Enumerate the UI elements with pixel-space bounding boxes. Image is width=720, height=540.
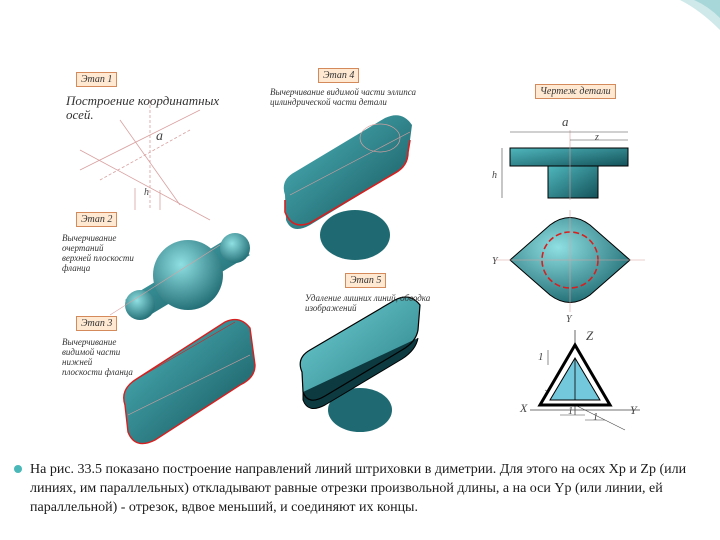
corner-decoration	[680, 0, 720, 30]
label-one-bottom-a: 1	[568, 406, 573, 417]
drawing-front-view	[501, 130, 629, 200]
dim-h-stage1: h	[144, 187, 149, 198]
stage4-label: Этап 4	[318, 68, 360, 83]
stage5-label: Этап 5	[345, 273, 387, 288]
figure-hatching-construction: a h	[40, 60, 700, 450]
drawing-top-view	[495, 210, 645, 312]
stage5-caption: Удаление лишних линий, обводка изображен…	[305, 293, 431, 313]
dim-a-drawing: a	[562, 114, 569, 129]
drawing-label: Чертеж детали	[535, 84, 616, 99]
stage4-cylinder	[283, 115, 412, 260]
hatching-triangle	[530, 330, 640, 431]
bullet-icon	[14, 465, 22, 473]
footer-paragraph: На рис. 33.5 показано построение направл…	[14, 460, 704, 517]
stage3-caption: Вычерчивание видимой части нижней плоско…	[62, 337, 133, 377]
label-one-bottom-b: 1	[593, 412, 598, 423]
footer-body-text: На рис. 33.5 показано построение направл…	[30, 462, 687, 515]
dim-h-drawing: h	[492, 170, 497, 181]
stage4-caption: Вычерчивание видимой части эллипса цилин…	[270, 87, 416, 107]
label-y-axis: Y	[630, 403, 638, 417]
stage1-label: Этап 1	[76, 72, 118, 87]
stage2-caption: Вычерчивание очертаний верхней плоскости…	[62, 233, 134, 273]
label-z-axis: Z	[586, 328, 594, 343]
label-y-bottom: Y	[566, 314, 573, 325]
label-x-axis: X	[519, 401, 528, 415]
dim-z-top: z	[594, 132, 599, 143]
dim-a-stage1: a	[156, 129, 163, 144]
stage2-flange-top	[109, 233, 250, 320]
stage5-final	[299, 296, 421, 432]
stage1-caption: Построение координатных осей.	[66, 93, 220, 123]
stage1-axes	[79, 100, 211, 221]
label-y-left: Y	[492, 256, 499, 267]
label-one-left: 1	[538, 351, 544, 363]
stage3-label: Этап 3	[76, 316, 118, 331]
stage2-label: Этап 2	[76, 212, 118, 227]
stage3-flange-lower	[123, 318, 256, 445]
